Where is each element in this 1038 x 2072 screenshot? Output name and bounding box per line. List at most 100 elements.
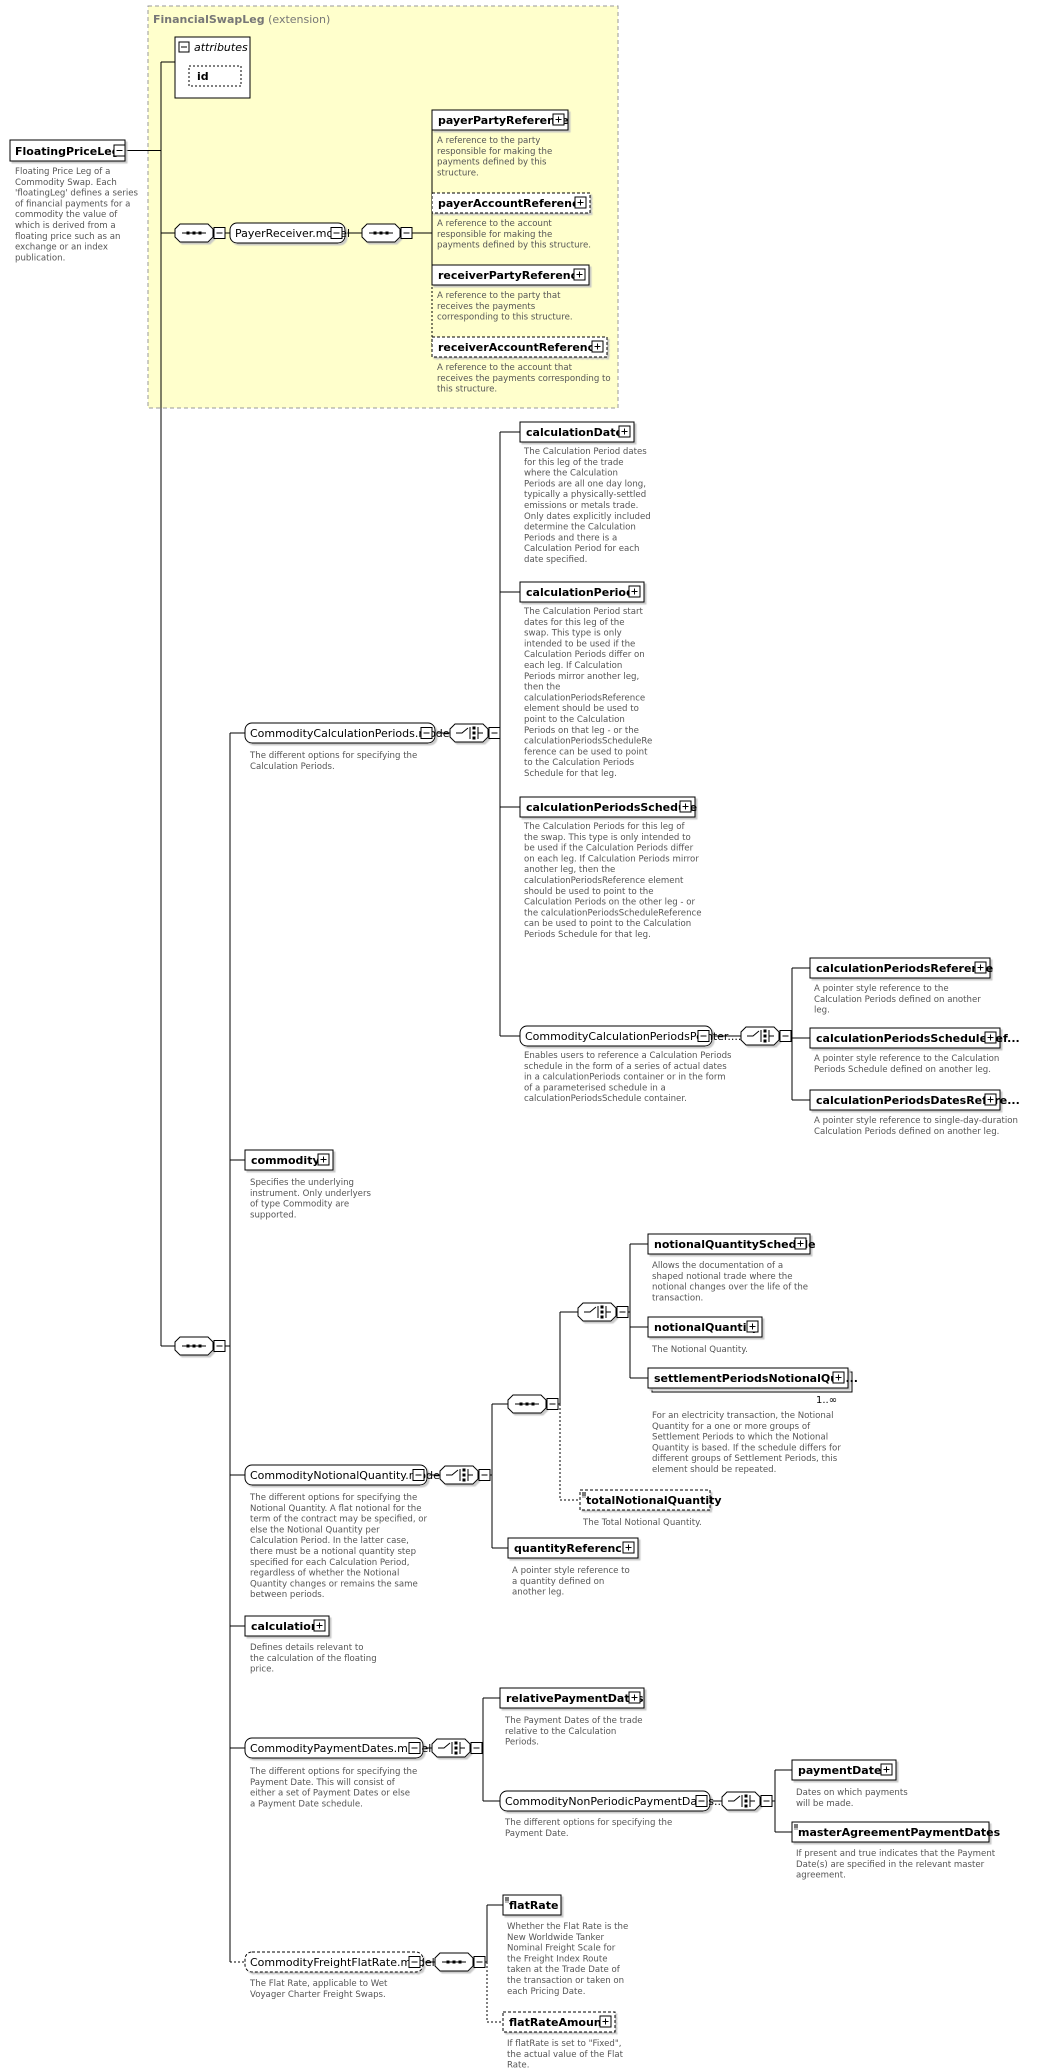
collapse-icon[interactable] <box>408 1742 421 1754</box>
expand-icon[interactable] <box>880 1763 893 1776</box>
root-element[interactable]: FloatingPriceLeg <box>9 139 126 162</box>
group-notionalQty[interactable]: CommodityNotionalQuantity.model <box>244 1464 443 1486</box>
expand-icon[interactable] <box>984 1031 997 1044</box>
element-calculation[interactable]: calculation <box>244 1615 330 1637</box>
collapse-icon[interactable] <box>760 1795 773 1807</box>
element-masterAgreementPaymentDates[interactable]: masterAgreementPaymentDates <box>791 1821 1001 1843</box>
collapse-icon[interactable] <box>695 1795 708 1807</box>
element-label: calculationPeriodsSchedule <box>526 801 697 814</box>
element-label: totalNotionalQuantity <box>586 1494 722 1507</box>
group-paymentDates[interactable]: CommodityPaymentDates.model <box>244 1737 431 1759</box>
element-label: settlementPeriodsNotionalQua... <box>654 1372 858 1385</box>
element-settlementPeriodsNotionalQua[interactable]: settlementPeriodsNotionalQua... <box>647 1367 858 1393</box>
element-label: paymentDates <box>798 1764 888 1777</box>
group-payerReceiver[interactable]: PayerReceiver.model <box>229 222 350 244</box>
expand-icon[interactable] <box>628 585 641 598</box>
element-label: flatRate <box>509 1899 558 1912</box>
element-label: calculation <box>251 1620 319 1633</box>
expand-icon[interactable] <box>574 196 587 209</box>
collapse-icon[interactable] <box>779 1030 792 1042</box>
element-calculationDates[interactable]: calculationDates <box>519 421 635 443</box>
element-flatRateAmount[interactable]: flatRateAmount <box>502 2011 616 2033</box>
group-nonPeriodic[interactable]: CommodityNonPeriodicPaymentDates... <box>499 1790 724 1812</box>
group-label: CommodityCalculationPeriodsPointer.... <box>525 1030 741 1043</box>
collapse-icon[interactable] <box>408 1956 421 1968</box>
group-label: CommodityNotionalQuantity.model <box>250 1469 443 1482</box>
element-label: receiverAccountReference <box>438 341 602 354</box>
payment-dates-description: The different options for specifying the… <box>249 1767 417 1809</box>
expand-icon[interactable] <box>628 1691 641 1704</box>
expand-icon[interactable] <box>317 1153 330 1166</box>
attributes-label: attributes <box>194 41 248 54</box>
expand-icon[interactable] <box>313 1619 326 1632</box>
element-flatRate[interactable]: flatRate <box>502 1894 562 1916</box>
element-totalNotionalQuantity[interactable]: totalNotionalQuantity <box>579 1489 722 1511</box>
expand-icon[interactable] <box>746 1320 759 1333</box>
expand-icon[interactable] <box>622 1541 635 1554</box>
collapse-icon[interactable] <box>213 1340 226 1352</box>
group-calcPeriods[interactable]: CommodityCalculationPeriods.model <box>244 722 453 744</box>
element-receiverPartyReference[interactable]: receiverPartyReference <box>431 264 590 286</box>
collapse-icon[interactable] <box>330 227 343 239</box>
total-notional-quantity-description: The Total Notional Quantity. <box>582 1518 702 1528</box>
expand-icon[interactable] <box>679 800 692 813</box>
attribute-id[interactable]: id <box>188 65 242 87</box>
element-label: flatRateAmount <box>509 2016 607 2029</box>
collapse-icon[interactable] <box>113 144 126 157</box>
expand-icon[interactable] <box>618 425 631 438</box>
collapse-icon[interactable] <box>473 1956 486 1968</box>
group-calcPeriodsPointer[interactable]: CommodityCalculationPeriodsPointer.... <box>519 1025 741 1047</box>
element-payerPartyReference[interactable]: payerPartyReference <box>431 109 569 131</box>
element-calculationPeriodsScheduleRef[interactable]: calculationPeriodsScheduleRef... <box>809 1027 1020 1049</box>
element-calculationPeriodsReference[interactable]: calculationPeriodsReference <box>809 957 993 979</box>
element-relativePaymentDates[interactable]: relativePaymentDates <box>499 1687 645 1709</box>
expand-icon[interactable] <box>599 2015 612 2028</box>
expand-icon[interactable] <box>984 1093 997 1106</box>
choice-compositor <box>721 1791 773 1811</box>
expand-icon[interactable] <box>573 268 586 281</box>
expand-icon[interactable] <box>974 961 987 974</box>
collapse-icon[interactable] <box>400 227 413 239</box>
element-notionalQuantity[interactable]: notionalQuantity <box>647 1316 763 1338</box>
element-payerAccountReference[interactable]: payerAccountReference <box>431 192 591 214</box>
non-periodic-description: The different options for specifying the… <box>504 1818 672 1839</box>
collapse-icon[interactable] <box>697 1030 710 1042</box>
choice-compositor <box>577 1302 629 1322</box>
element-label: calculationPeriodsDatesRefere... <box>816 1094 1020 1107</box>
collapse-icon[interactable] <box>488 727 501 739</box>
collapse-icon[interactable] <box>420 727 433 739</box>
collapse-icon[interactable] <box>616 1306 629 1318</box>
element-paymentDatesEl[interactable]: paymentDates <box>791 1759 897 1781</box>
choice-compositor <box>439 1465 491 1485</box>
expand-icon[interactable] <box>794 1237 807 1250</box>
expand-icon[interactable] <box>591 340 604 353</box>
calculationPeriodsDatesRef-description: A pointer style reference to single-day-… <box>814 1116 1018 1137</box>
calc-periods-pointer-description: Enables users to reference a Calculation… <box>524 1051 732 1104</box>
collapse-icon[interactable] <box>412 1469 425 1481</box>
element-calculationPeriodsSchedule[interactable]: calculationPeriodsSchedule <box>519 796 697 818</box>
element-quantityReference[interactable]: quantityReference <box>507 1537 639 1559</box>
collapse-icon[interactable] <box>478 1469 491 1481</box>
collapse-icon[interactable] <box>546 1398 559 1410</box>
element-calculationPeriodsDatesRef[interactable]: calculationPeriodsDatesRefere... <box>809 1089 1020 1111</box>
element-calculationPeriods[interactable]: calculationPeriods <box>519 581 645 603</box>
extension-name: FinancialSwapLeg <box>153 13 265 26</box>
collapse-icon[interactable] <box>470 1742 483 1754</box>
choice-compositor <box>431 1738 483 1758</box>
element-commodity[interactable]: commodity <box>244 1149 334 1171</box>
expand-icon[interactable] <box>832 1371 845 1384</box>
element-receiverAccountReference[interactable]: receiverAccountReference <box>431 336 608 358</box>
expand-icon[interactable] <box>552 113 565 126</box>
element-notionalQuantitySchedule[interactable]: notionalQuantitySchedule <box>647 1233 816 1255</box>
group-freightFlatRate[interactable]: CommodityFreightFlatRate.model <box>244 1951 435 1973</box>
collapse-icon[interactable] <box>213 227 226 239</box>
calc-periods-description: The different options for specifying the… <box>249 751 417 772</box>
